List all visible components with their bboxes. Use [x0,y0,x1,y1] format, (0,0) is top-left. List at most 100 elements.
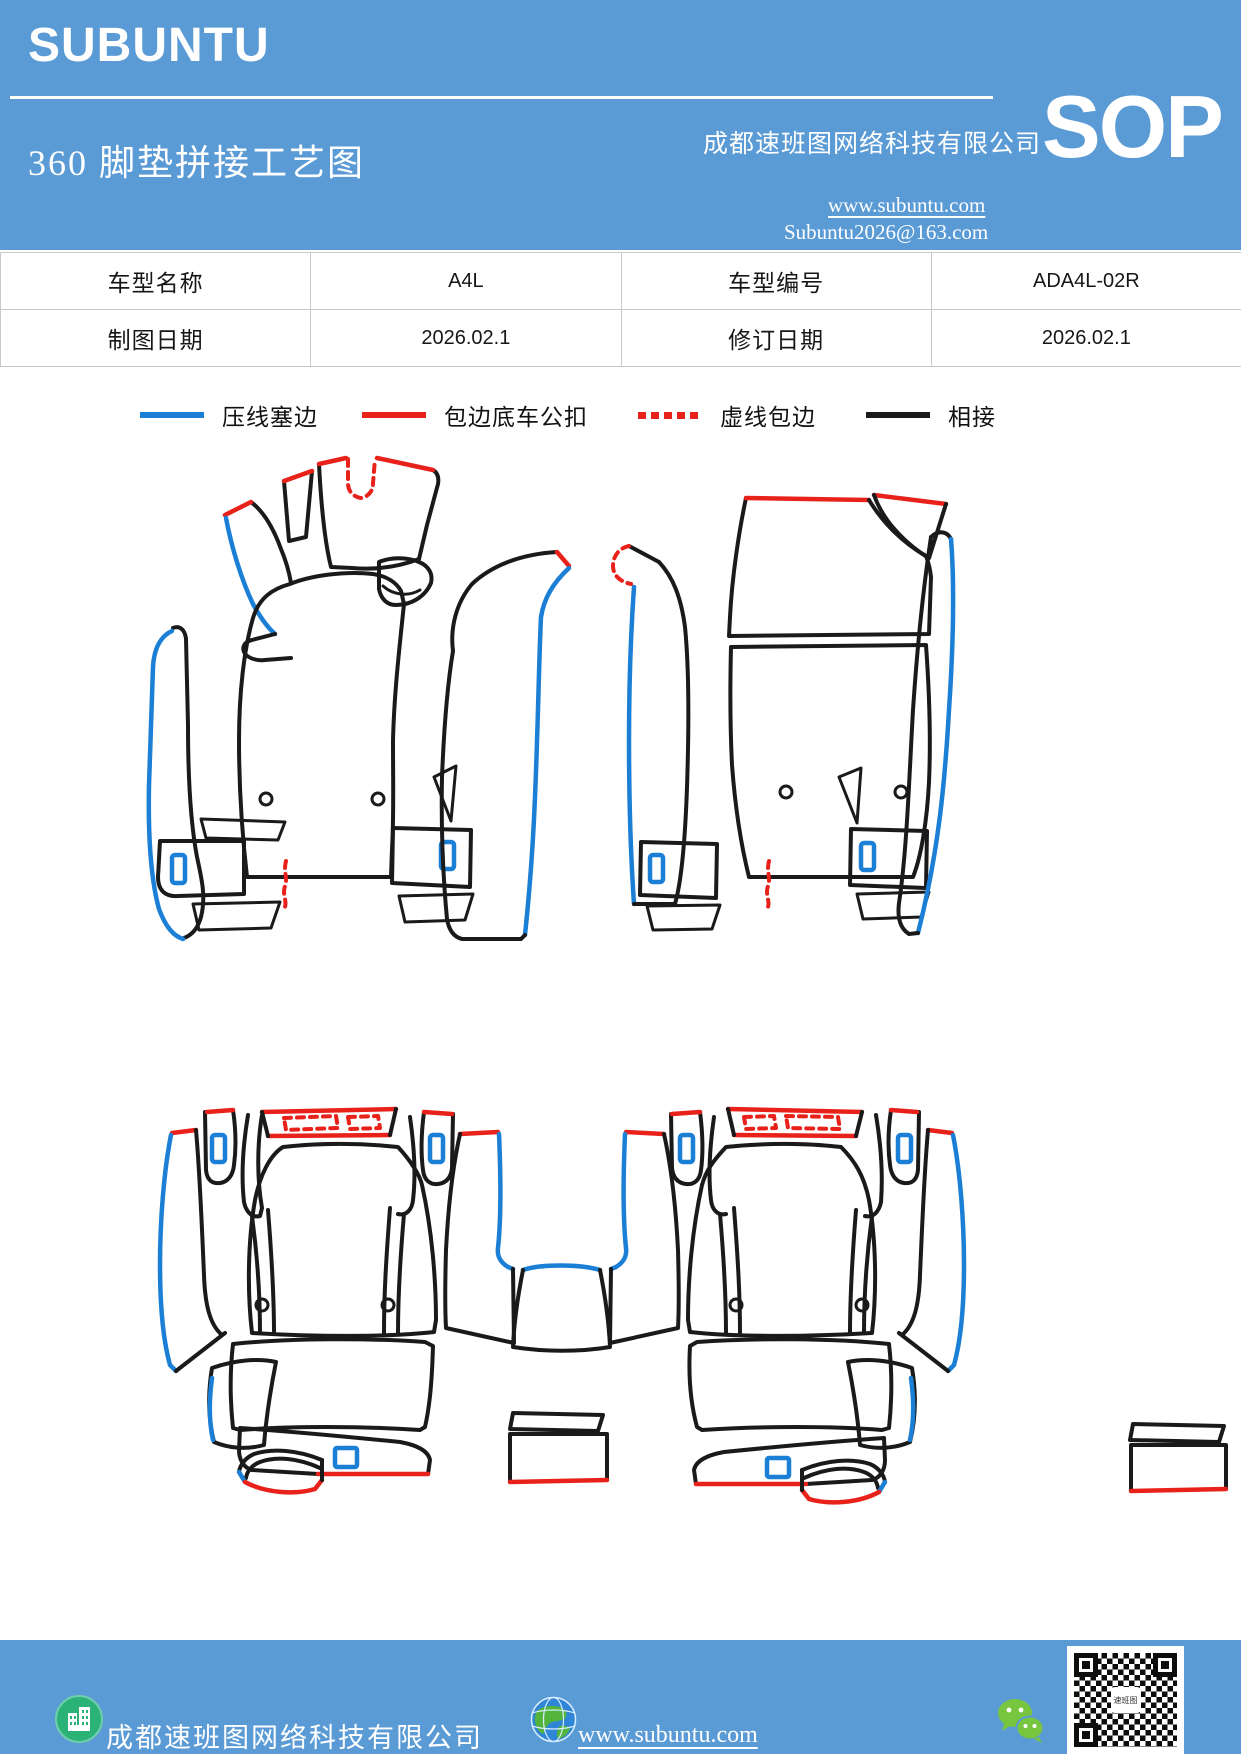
legend-swatch-red [362,412,426,418]
legend-label: 相接 [948,405,996,430]
header-strip-bound-edge [725,1106,865,1139]
model-code-label: 车型编号 [621,253,932,310]
tunnel-band-outline [439,649,527,941]
band-cap [627,544,661,564]
footer-website-link[interactable]: www.subuntu.com [578,1722,758,1748]
tall-strip-outline [443,1132,516,1345]
header-website-link[interactable]: www.subuntu.com [828,193,986,217]
legend-label: 压线塞边 [222,405,318,430]
qr-finder [1153,1653,1177,1677]
tall-strip-bound-edge [457,1129,501,1137]
revise-date-value: 2026.02.1 [931,310,1241,367]
horn-bound-edge [799,1487,882,1505]
legend-swatch-red-dashed [638,411,702,419]
dashed-join-mark [282,859,288,909]
model-name-value: A4L [311,253,622,310]
top-piece-outline [727,496,933,638]
side-strip-outline [171,625,206,940]
wechat-qr-code: 速班图 [1067,1646,1184,1754]
wing-press-edge [945,1132,967,1374]
fixing-hole [370,791,386,807]
qr-pattern: 速班图 [1074,1653,1177,1747]
notch-curve [867,498,928,558]
front-mats-diagram [146,455,956,942]
side-strip-outline [896,535,933,936]
box-bound-edge [507,1477,610,1485]
buckle-slot [332,1445,360,1470]
bracket-flap [645,903,722,932]
inner-strip-leg [862,1214,874,1335]
rear-mat-outline [686,1142,878,1338]
footer-company-name: 成都速班图网络科技有限公司 [106,1723,483,1753]
heel-bracket [638,840,719,900]
rear-tunnel-piece [511,1263,612,1353]
tunnel-band-outline [450,550,559,653]
rear-left-assembly [157,1106,516,1374]
bottom-mat-outline [687,1337,894,1432]
draw-date-label: 制图日期 [1,310,312,367]
clip-pad-bound-edge [421,1109,455,1117]
bracket-flap [397,892,475,924]
clip-pad-outline [203,1108,238,1186]
bracket-flap [191,900,282,932]
header-strip-dashed-slot [742,1114,778,1131]
side-strip-press-edge [915,536,956,936]
clip-slot [209,1132,228,1165]
heel-bracket [390,826,473,889]
brand-logo: SUBUNTU [28,19,270,72]
fixing-hole [728,1297,744,1313]
front-left-assembly [146,455,572,942]
top-quad-bound-edge [281,468,315,484]
legend-label: 虚线包边 [720,405,816,430]
fixing-hole [380,1297,396,1313]
clip-pad-outline [886,1108,921,1186]
clip-slot [895,1132,914,1165]
horn-outline [800,1458,887,1484]
upper-arm-press-edge [223,515,278,637]
box-lid-outline [508,1411,605,1433]
legend-item-dashed-edge: 虚线包边 [638,400,816,430]
upper-arm-outline [249,500,293,585]
tunnel-band-press-edge [522,565,572,938]
draw-date-value: 2026.02.1 [311,310,622,367]
clip-pad-bound-edge [204,1107,236,1115]
buckle-slot [764,1455,792,1480]
legend-label: 包边底车公扣 [444,405,588,430]
tall-strip-bound-edge [623,1129,667,1137]
revise-date-label: 修订日期 [621,310,932,367]
fixing-hole [258,791,274,807]
inner-strip-leg [266,1208,276,1335]
tunnel-press-edge [520,1263,603,1273]
pocket-flap [377,556,434,607]
dashed-hook-edge [611,544,633,586]
vehicle-info-table: 车型名称 A4L 车型编号 ADA4L-02R 制图日期 2026.02.1 修… [0,252,1241,367]
page-title: 360 脚垫拼接工艺图 [28,143,366,183]
legend-item-bound-edge: 包边底车公扣 [362,400,588,430]
box-outline [1129,1443,1228,1493]
clip-slot [858,840,877,873]
corner-fan-press-edge [207,1375,216,1443]
rear-mats-diagram [157,1106,1229,1505]
front-right-assembly [611,492,956,936]
header-divider [10,96,993,99]
model-code-value: ADA4L-02R [931,253,1241,310]
clip-slot [647,852,666,885]
band-press-edge [626,584,637,907]
tall-strip-press-edge [608,1131,629,1272]
upper-arm-bound-edge [222,499,254,518]
inner-strip-leg [848,1208,858,1335]
legend-item-join: 相接 [866,400,996,430]
horn-inner-curve [802,1466,880,1490]
top-piece-outline [317,462,441,571]
inner-strip-leg [732,1206,742,1335]
box-lid-outline [1128,1422,1226,1444]
legend-swatch-black [866,412,930,418]
rear-right-assembly [608,1106,967,1374]
wechat-icon [998,1699,1045,1743]
model-name-label: 车型名称 [1,253,312,310]
wing-bound-edge [169,1127,199,1136]
inner-strip [240,1113,264,1219]
heel-bracket [156,839,246,899]
bracket-flap [855,890,931,921]
qr-center-logo: 速班图 [1110,1687,1141,1713]
